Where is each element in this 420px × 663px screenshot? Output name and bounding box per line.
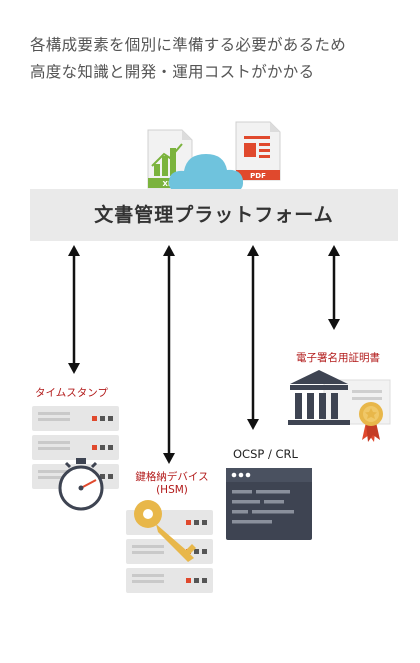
document-platform-bar: 文書管理プラットフォーム xyxy=(30,189,398,241)
hsm-server-icon xyxy=(126,500,213,593)
certificate-icon xyxy=(288,370,391,442)
platform-icons: XLS PDF xyxy=(147,121,281,192)
timestamp-server-icon xyxy=(32,406,119,511)
intro-line-1: 各構成要素を個別に準備する必要があるため xyxy=(30,36,347,54)
hsm-label-line-1: 鍵格納デバイス xyxy=(135,471,209,483)
pdf-file-icon: PDF xyxy=(235,121,281,181)
arrow-certificate xyxy=(328,245,340,330)
award-seal-icon xyxy=(359,402,383,442)
arrow-ocsp xyxy=(247,245,259,430)
cloud-icon xyxy=(168,154,244,192)
platform-label: 文書管理プラットフォーム xyxy=(94,204,334,226)
intro-line-2: 高度な知識と開発・運用コストがかかる xyxy=(30,63,315,81)
ocsp-terminal-icon xyxy=(226,468,312,540)
key-icon xyxy=(134,500,196,562)
pdf-label: PDF xyxy=(250,172,266,180)
server-stack xyxy=(32,406,119,489)
timestamp-label: タイムスタンプ xyxy=(35,387,108,399)
certificate-label: 電子署名用証明書 xyxy=(296,352,380,364)
bank-building-icon xyxy=(288,370,350,425)
hsm-label-line-2: (HSM) xyxy=(156,484,188,496)
intro-text: 各構成要素を個別に準備する必要があるため 高度な知識と開発・運用コストがかかる xyxy=(30,32,410,86)
stopwatch-icon xyxy=(58,458,104,511)
ocsp-crl-label: OCSP / CRL xyxy=(233,447,298,461)
arrow-timestamp xyxy=(68,245,80,374)
hsm-label: 鍵格納デバイス (HSM) xyxy=(134,471,210,497)
arrow-hsm xyxy=(163,245,175,464)
